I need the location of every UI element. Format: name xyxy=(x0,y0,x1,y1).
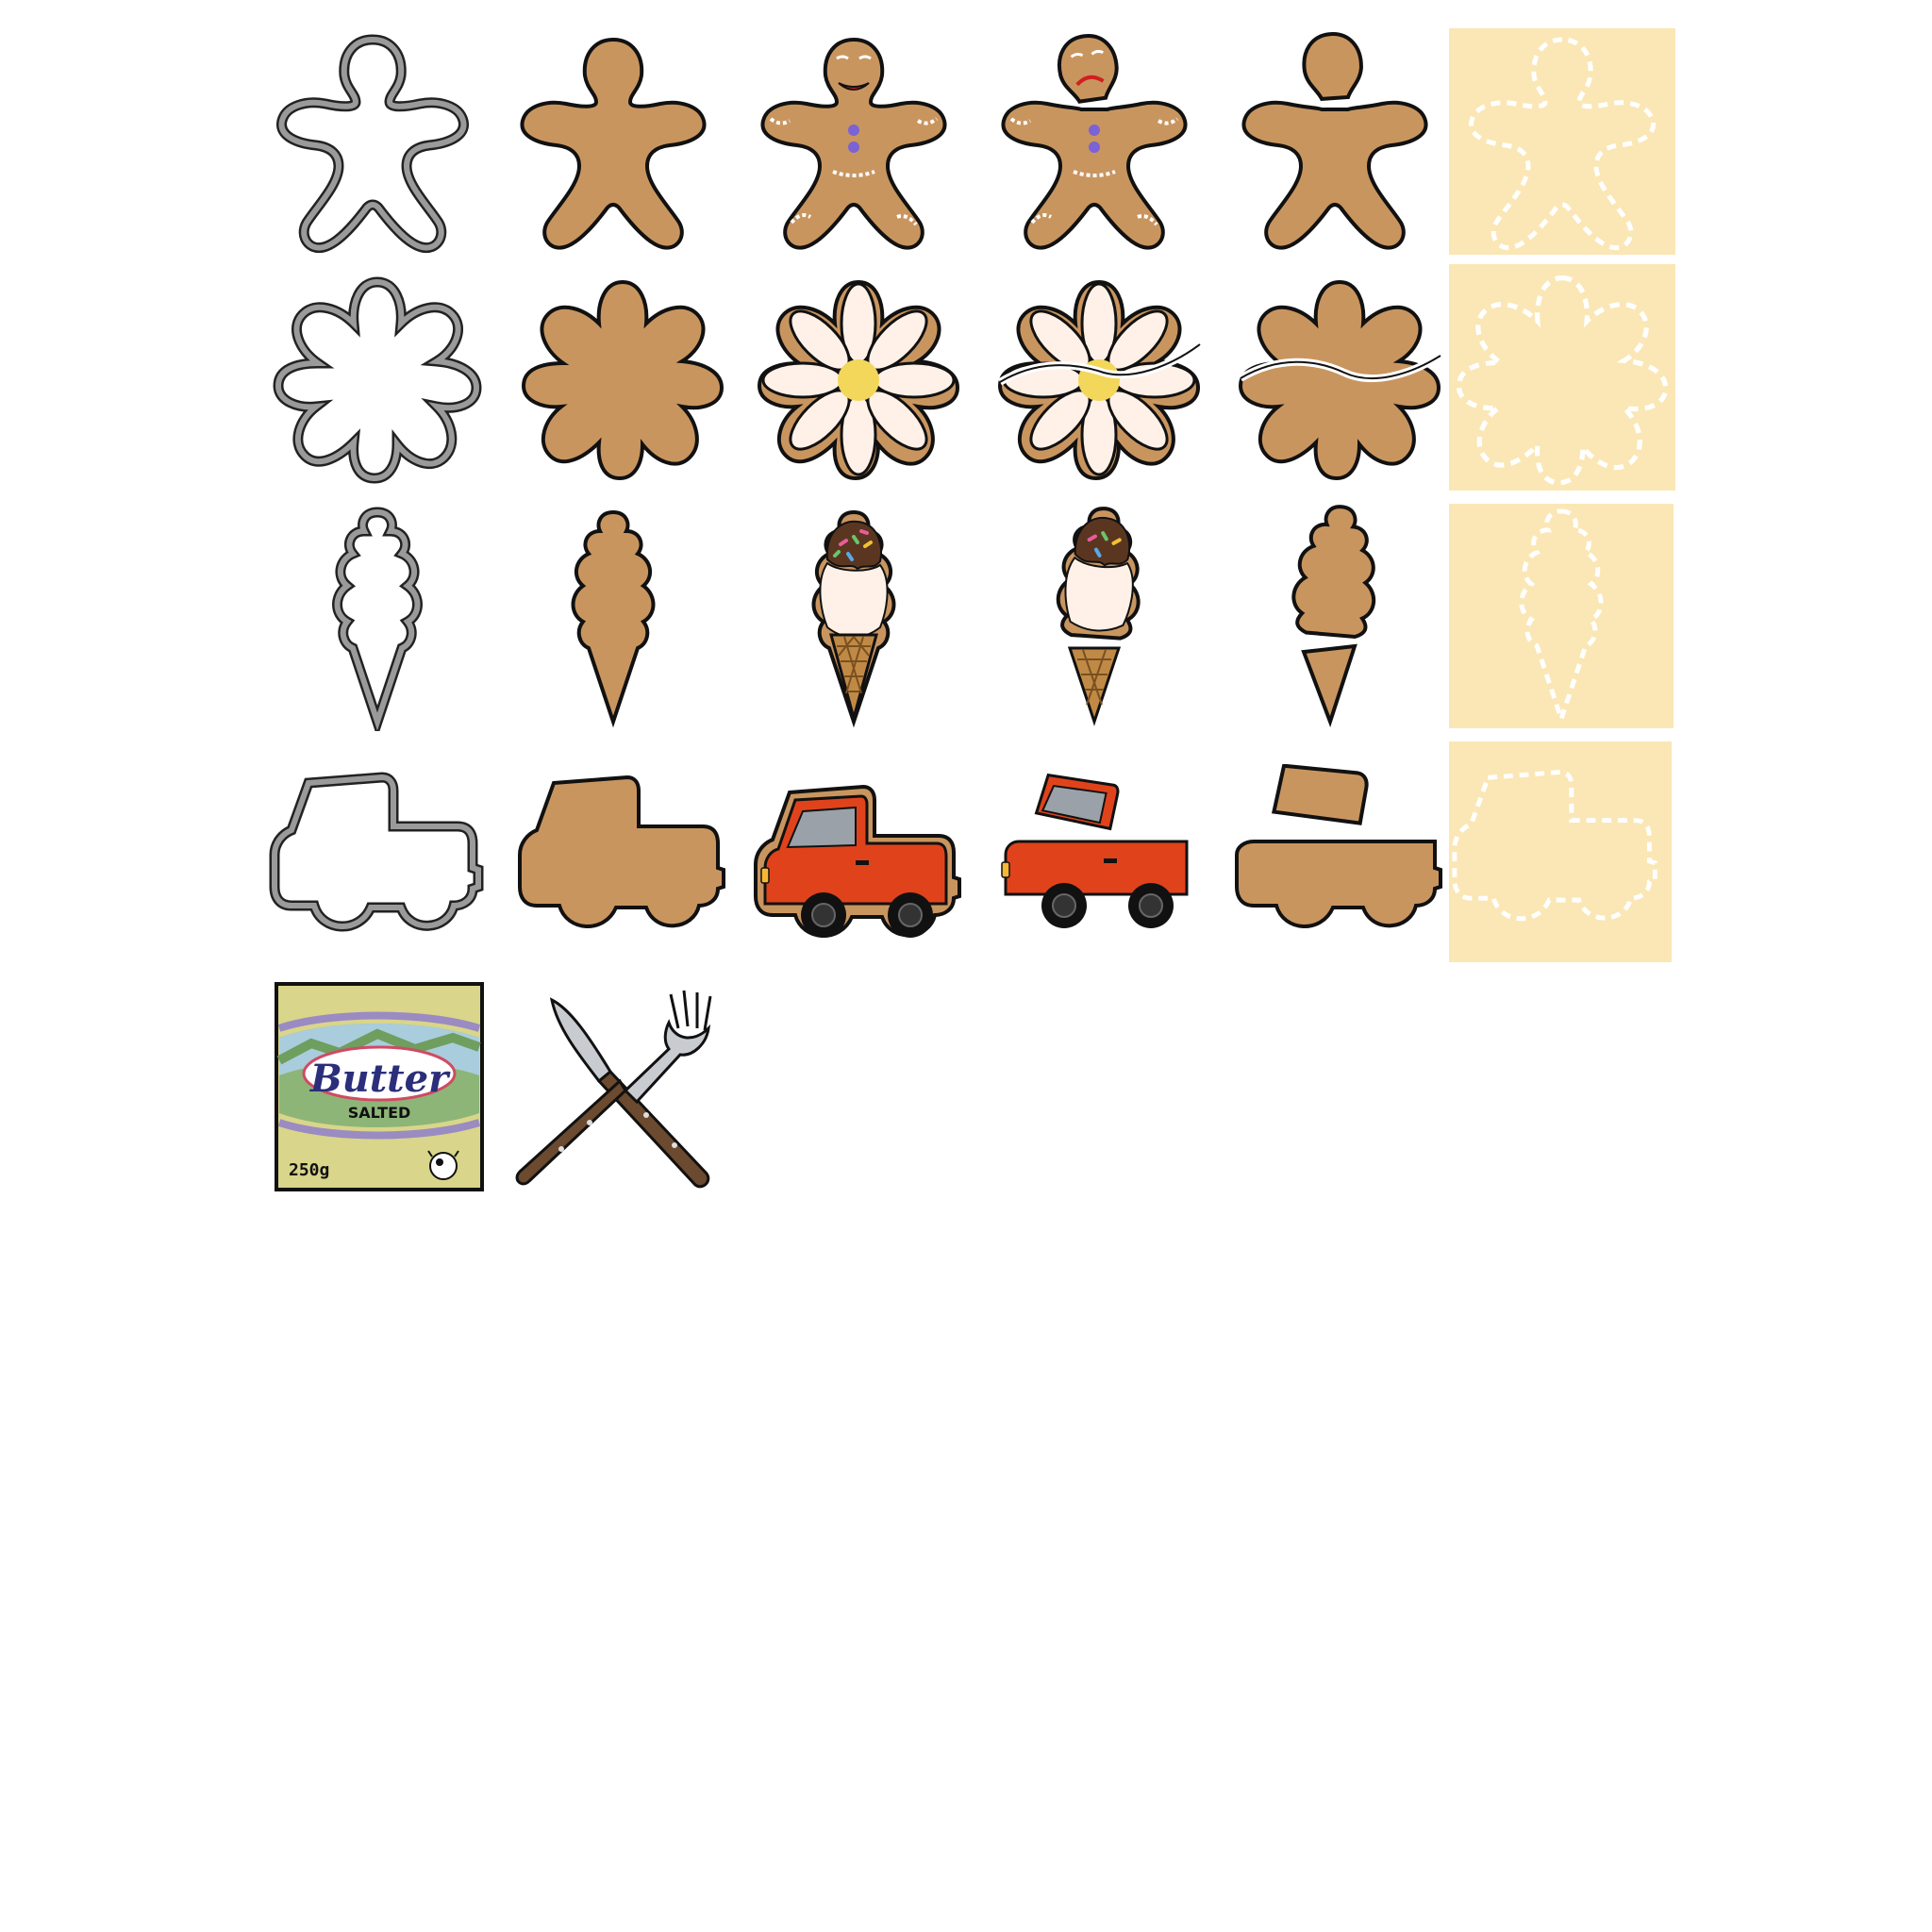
butter-weight-label: 250g xyxy=(289,1160,330,1180)
flower-broken-decorated-cookie-icon xyxy=(991,269,1208,486)
truck-decorated-cookie-icon xyxy=(750,774,976,962)
truck-dough-outline-icon xyxy=(1449,741,1672,962)
ice-cream-broken-decorated-cookie-icon xyxy=(1000,505,1189,731)
ice-cream-broken-plain-cookie-icon xyxy=(1236,505,1424,731)
ice-cream-decorated-cookie-icon xyxy=(759,505,948,731)
flower-cutter-icon xyxy=(269,269,486,486)
ice-cream-cutter-icon xyxy=(283,505,472,731)
ice-cream-plain-cookie-icon xyxy=(519,505,708,731)
truck-broken-decorated-cookie-icon xyxy=(991,764,1217,953)
ice-cream-dough-outline-icon xyxy=(1449,504,1674,728)
flower-broken-plain-cookie-icon xyxy=(1231,269,1448,486)
flower-decorated-cookie-icon xyxy=(750,269,967,486)
gingerbread-cutter-icon xyxy=(269,28,476,255)
flower-plain-cookie-icon xyxy=(514,269,731,486)
gingerbread-broken-decorated-cookie-icon xyxy=(991,28,1198,255)
knife-fork-icon xyxy=(505,981,731,1198)
gingerbread-plain-cookie-icon xyxy=(509,28,717,255)
flower-dough-outline-icon xyxy=(1449,264,1675,491)
truck-broken-plain-cookie-icon xyxy=(1231,763,1457,953)
gingerbread-dough-outline-icon xyxy=(1449,28,1675,255)
butter-variant-label: SALTED xyxy=(347,1104,411,1122)
gingerbread-broken-plain-cookie-icon xyxy=(1231,28,1439,255)
butter-pack-icon: Butter SALTED 250g xyxy=(274,981,485,1192)
truck-cutter-icon xyxy=(269,764,495,953)
gingerbread-decorated-cookie-icon xyxy=(750,28,958,255)
truck-plain-cookie-icon xyxy=(514,764,741,953)
butter-brand-label: Butter xyxy=(309,1057,449,1101)
